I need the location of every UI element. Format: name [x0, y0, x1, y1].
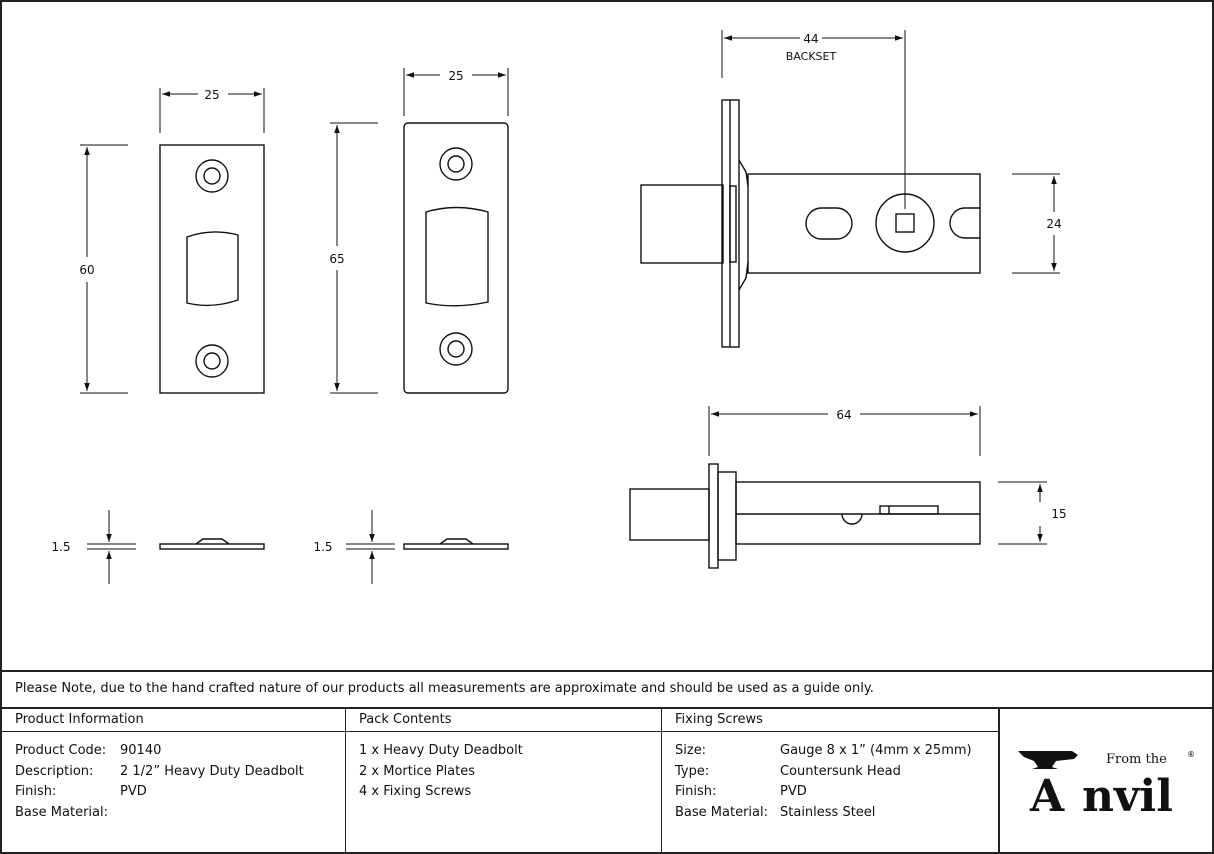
fixing-screws-rows: Size: Gauge 8 x 1” (4mm x 25mm) Type: Coun…	[662, 732, 998, 823]
row-key: Type:	[675, 763, 710, 779]
plate1-height-label: 60	[79, 263, 94, 277]
screw-row: Finish: PVD	[675, 782, 998, 803]
mortice-plate-large	[403, 122, 509, 394]
product-row: Product Code: 90140	[15, 741, 345, 762]
plate2-thickness-label: 1.5	[313, 540, 332, 554]
body-length-label: 64	[836, 408, 851, 422]
plate1-thickness-label: 1.5	[51, 540, 70, 554]
list-item: 2 x Mortice Plates	[359, 763, 476, 779]
screw-row: Base Material: Stainless Steel	[675, 803, 998, 824]
fixing-screws-panel: Fixing Screws Size: Gauge 8 x 1” (4mm x 2…	[662, 707, 1000, 854]
row-key: Description:	[15, 763, 94, 779]
plate2-height-label: 65	[329, 252, 344, 266]
row-value: PVD	[780, 784, 807, 799]
row-value: PVD	[120, 784, 147, 799]
logo-big-text: nvil	[1082, 771, 1173, 819]
pack-contents-list: 1 x Heavy Duty Deadbolt 2 x Mortice Plat…	[346, 732, 661, 803]
plate1-dimension-lines	[80, 88, 265, 394]
product-information-rows: Product Code: 90140 Description: 2 1/2” He…	[2, 732, 345, 823]
row-key: Size:	[675, 743, 707, 758]
row-value: Stainless Steel	[780, 804, 876, 820]
row-value: Countersunk Head	[780, 763, 901, 779]
product-information-panel: Product Information Product Code: 90140 D…	[2, 707, 346, 854]
row-key: Base Material:	[675, 804, 768, 820]
deadbolt-side-view	[629, 463, 981, 569]
row-value: Gauge 8 x 1” (4mm x 25mm)	[780, 743, 972, 758]
product-information-heading: Product Information	[2, 709, 345, 732]
brand-logo-panel: From the ® A nvil	[1000, 707, 1212, 854]
from-the-anvil-logo: From the ® A nvil	[1018, 750, 1195, 819]
plate2-dimension-lines	[330, 68, 509, 394]
backset-value-label: 44	[803, 32, 818, 46]
pack-contents-heading: Pack Contents	[346, 709, 661, 732]
screw-row: Size: Gauge 8 x 1” (4mm x 25mm)	[675, 741, 998, 762]
registered-mark: ®	[1187, 750, 1195, 759]
fixing-screws-heading: Fixing Screws	[662, 709, 998, 732]
plate2-side-view	[403, 538, 509, 550]
measurement-note: Please Note, due to the hand crafted nat…	[2, 670, 1212, 707]
row-key: Finish:	[675, 784, 717, 799]
product-row: Description: 2 1/2” Heavy Duty Deadbolt	[15, 762, 345, 783]
product-row: Finish: PVD	[15, 782, 345, 803]
row-key: Finish:	[15, 784, 57, 799]
list-item: 4 x Fixing Screws	[359, 784, 472, 799]
product-row: Base Material:	[15, 803, 345, 824]
row-value: 2 1/2” Heavy Duty Deadbolt	[120, 763, 304, 779]
pack-contents-panel: Pack Contents 1 x Heavy Duty Deadbolt 2 …	[346, 707, 662, 854]
row-value	[120, 803, 345, 824]
plate1-width-label: 25	[204, 88, 219, 102]
body-thickness-label: 15	[1051, 507, 1066, 521]
deadbolt-front-view	[640, 99, 981, 348]
screw-row: Type: Countersunk Head	[675, 762, 998, 783]
body-height-label: 24	[1046, 217, 1061, 231]
deadbolt-front-dimension-lines	[721, 30, 1060, 274]
plate-thickness-dimension-lines	[87, 510, 395, 584]
row-key: Product Code:	[15, 743, 107, 758]
logo-small-text: From the	[1106, 752, 1167, 767]
row-key: Base Material:	[15, 804, 108, 820]
anvil-icon	[1018, 751, 1078, 769]
plate2-width-label: 25	[448, 69, 463, 83]
plate1-side-view	[159, 538, 265, 550]
technical-drawing: 25 60 25 65 44 BACKSET 24 64 15 1.5 1.5	[51, 30, 1067, 584]
row-value: 90140	[120, 743, 162, 758]
mortice-plate-small	[159, 144, 265, 394]
deadbolt-side-dimension-lines	[708, 406, 1047, 545]
list-item: 1 x Heavy Duty Deadbolt	[359, 743, 523, 758]
backset-text-label: BACKSET	[786, 50, 837, 63]
logo-big-letter: A	[1029, 771, 1065, 819]
